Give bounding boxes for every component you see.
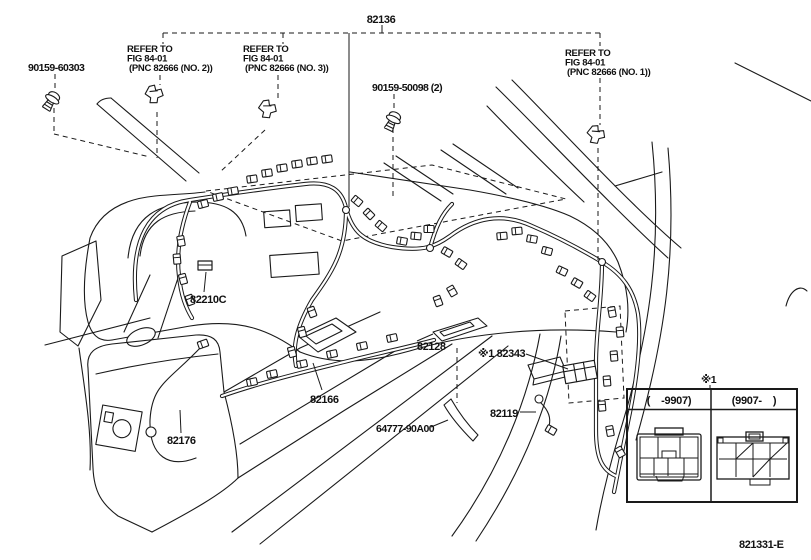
leader-lines xyxy=(53,25,601,434)
part-callouts: 82136 90159-60303 90159-50098 (2) REFER … xyxy=(28,14,651,447)
variant-col-early: ( -9907) xyxy=(647,395,692,407)
part-clamp-82210c xyxy=(197,260,213,271)
svg-text:(PNC 82666 (NO. 1)): (PNC 82666 (NO. 1)) xyxy=(567,67,651,78)
screw-90159-50098 xyxy=(381,108,404,134)
svg-text:REFER TO: REFER TO xyxy=(243,44,288,55)
part-console-wire-82176 xyxy=(145,338,210,463)
svg-text:FIG 84-01: FIG 84-01 xyxy=(565,58,606,69)
variant-col-late: (9907- ) xyxy=(732,395,777,407)
svg-text:FIG 84-01: FIG 84-01 xyxy=(127,54,168,65)
dashboard-line-art xyxy=(44,62,811,545)
screw-90159-60303 xyxy=(39,88,64,114)
callout-82210c: 82210C xyxy=(190,294,227,306)
callout-90159-50098: 90159-50098 (2) xyxy=(372,82,442,94)
connector-drawing-late xyxy=(716,431,790,486)
variant-table-note: ※1 xyxy=(701,374,717,386)
clip-no1 xyxy=(584,122,608,147)
part-jumper-wire-82119 xyxy=(534,394,558,437)
clip-no3 xyxy=(256,97,279,121)
refer-note-no1: REFER TO FIG 84-01 (PNC 82666 (NO. 1)) xyxy=(565,48,651,78)
wiring-harness xyxy=(132,154,642,495)
svg-text:(PNC 82666 (NO. 3)): (PNC 82666 (NO. 3)) xyxy=(245,63,329,74)
callout-82343: ※1 82343 xyxy=(478,348,526,360)
variant-table: ※1 ( -9907) (9907- ) xyxy=(626,374,798,503)
refer-note-no2: REFER TO FIG 84-01 (PNC 82666 (NO. 2)) xyxy=(127,44,213,74)
svg-text:REFER TO: REFER TO xyxy=(565,48,610,59)
callout-64777: 64777-90A00 xyxy=(376,423,435,435)
svg-text:REFER TO: REFER TO xyxy=(127,44,172,55)
refer-note-no3: REFER TO FIG 84-01 (PNC 82666 (NO. 3)) xyxy=(243,44,329,74)
part-duct-hose-64777 xyxy=(443,398,479,442)
clip-no2 xyxy=(143,83,165,105)
callout-82166: 82166 xyxy=(310,394,339,406)
svg-text:(PNC 82666 (NO. 2)): (PNC 82666 (NO. 2)) xyxy=(129,63,213,74)
callout-82136: 82136 xyxy=(367,14,396,26)
callout-82176: 82176 xyxy=(167,435,196,447)
harness-connectors xyxy=(172,154,627,459)
svg-text:FIG 84-01: FIG 84-01 xyxy=(243,54,284,65)
part-bracket-82128 xyxy=(432,317,488,342)
callout-82128: 82128 xyxy=(417,341,446,353)
callout-90159-60303: 90159-60303 xyxy=(28,62,85,74)
callout-82119: 82119 xyxy=(490,408,518,420)
figure-code: 821331-E xyxy=(739,539,784,551)
part-junction-block-82343 xyxy=(562,359,598,385)
connector-drawing-early xyxy=(636,427,702,482)
